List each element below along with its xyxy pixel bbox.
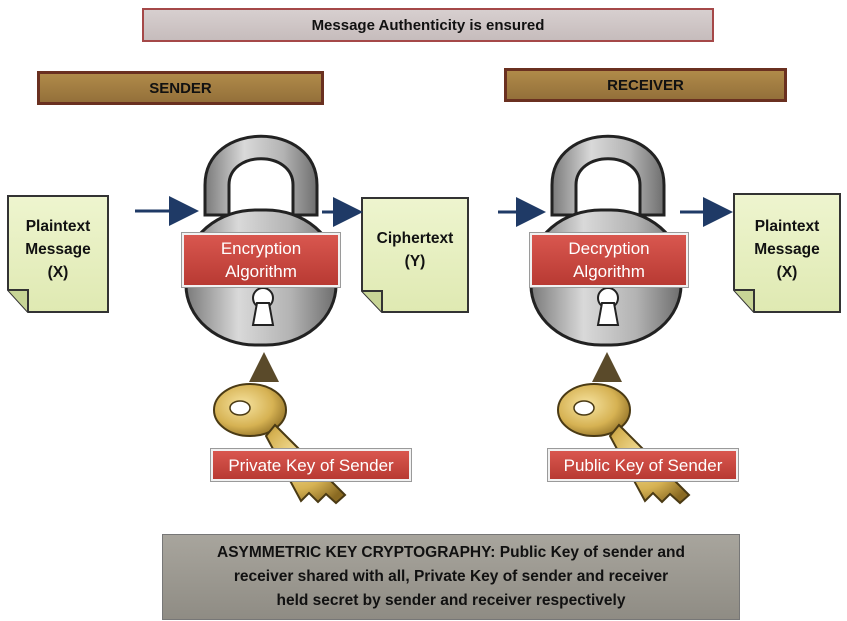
plaintext-left-line3: (X)	[47, 264, 69, 281]
bottom-note-line2: receiver shared with all, Private Key of…	[233, 568, 669, 585]
decryption-line2: Algorithm	[573, 262, 645, 281]
plaintext-right-document	[733, 193, 841, 313]
encryption-line1: Encryption	[220, 239, 302, 258]
bottom-note-line3: held secret by sender and receiver respe…	[276, 592, 626, 609]
plaintext-right-text: Plaintext Message (X)	[736, 215, 838, 284]
plaintext-right-line2: Message	[754, 241, 820, 258]
ciphertext-text: Ciphertext (Y)	[364, 227, 466, 273]
plaintext-left-line2: Message	[25, 241, 91, 258]
plaintext-left-fold	[8, 289, 29, 312]
bottom-note-line1: ASYMMETRIC KEY CRYPTOGRAPHY: Public Key …	[217, 544, 685, 561]
ciphertext-line1: Ciphertext	[376, 230, 454, 247]
key-icon-public	[557, 383, 691, 505]
decryption-line1: Decryption	[568, 239, 650, 258]
plaintext-right-fold	[734, 289, 755, 312]
key-icon-private	[213, 383, 347, 505]
ciphertext-line2: (Y)	[404, 253, 426, 270]
sender-label: SENDER	[37, 71, 324, 105]
encryption-line2: Algorithm	[225, 262, 297, 281]
plaintext-left-document	[7, 195, 109, 313]
encryption-algorithm-label: Encryption Algorithm	[182, 233, 340, 287]
decryption-algorithm-label: Decryption Algorithm	[530, 233, 688, 287]
plaintext-left-text: Plaintext Message (X)	[10, 215, 106, 284]
plaintext-right-line3: (X)	[776, 264, 798, 281]
top-banner: Message Authenticity is ensured	[142, 8, 714, 42]
plaintext-left-line1: Plaintext	[25, 218, 91, 235]
bottom-note: ASYMMETRIC KEY CRYPTOGRAPHY: Public Key …	[162, 534, 740, 620]
ciphertext-fold	[362, 290, 383, 312]
ciphertext-document	[361, 197, 469, 313]
private-key-label: Private Key of Sender	[211, 449, 411, 481]
public-key-label: Public Key of Sender	[548, 449, 738, 481]
plaintext-right-line1: Plaintext	[754, 218, 820, 235]
receiver-label: RECEIVER	[504, 68, 787, 102]
